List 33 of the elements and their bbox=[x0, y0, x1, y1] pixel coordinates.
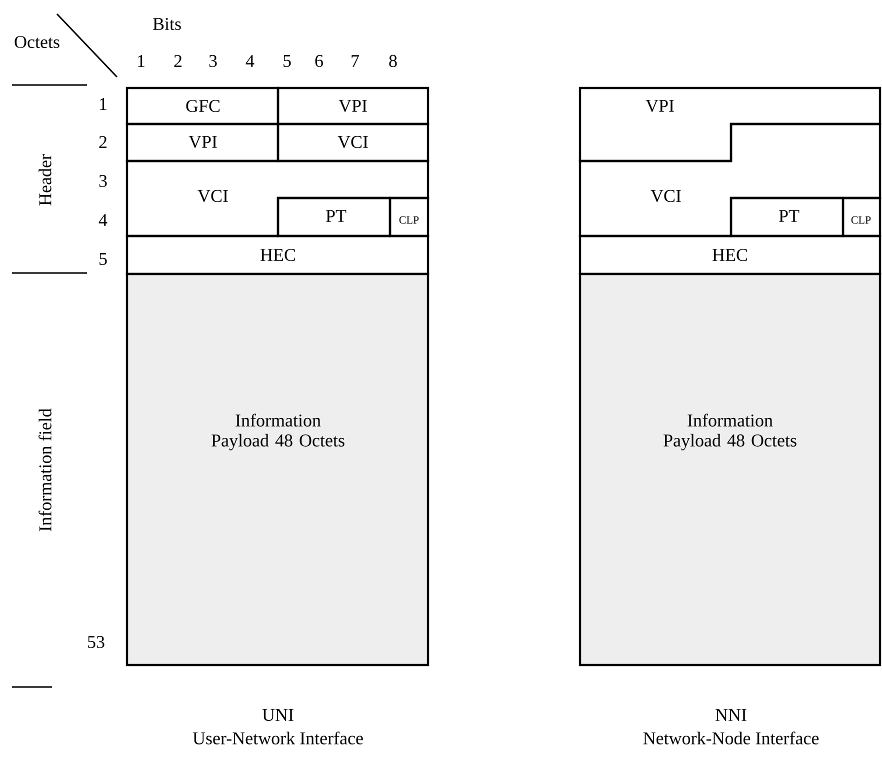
field-box: GFC bbox=[126, 86, 280, 126]
payload-box: Information Payload 48 Octets bbox=[578, 272, 882, 666]
caption: User-Network Interface bbox=[192, 732, 363, 744]
octet-number: 4 bbox=[98, 214, 108, 226]
section-label: Information field bbox=[38, 408, 52, 532]
field-box: VPI bbox=[578, 86, 882, 162]
bit-number: 5 bbox=[284, 55, 291, 67]
field-box: CLP bbox=[842, 196, 882, 238]
payload-box: Information Payload 48 Octets bbox=[126, 272, 430, 666]
octet-number: 3 bbox=[99, 174, 107, 188]
bit-number: 7 bbox=[352, 55, 359, 67]
octet-number: 5 bbox=[100, 253, 107, 265]
field-box: VPI bbox=[126, 122, 280, 162]
field-box: VPI bbox=[276, 86, 430, 126]
field-box: PT bbox=[730, 196, 844, 238]
field-box: PT bbox=[276, 196, 392, 238]
caption: UNI bbox=[262, 709, 294, 721]
octet-number: 53 bbox=[88, 636, 104, 648]
bit-number: 6 bbox=[315, 54, 323, 68]
bit-number: 8 bbox=[389, 54, 397, 68]
bit-number: 1 bbox=[138, 55, 144, 67]
axis-title: Octets bbox=[14, 36, 60, 48]
caption: Network-Node Interface bbox=[643, 732, 819, 744]
section-label: Header bbox=[38, 154, 52, 206]
bit-number: 4 bbox=[246, 55, 254, 67]
field-box: CLP bbox=[388, 196, 430, 238]
caption: NNI bbox=[716, 709, 746, 721]
axis-title: Bits bbox=[153, 18, 181, 30]
bit-number: 3 bbox=[209, 54, 217, 68]
octet-number: 2 bbox=[99, 136, 107, 148]
field-box: VCI bbox=[276, 122, 430, 162]
bit-number: 2 bbox=[174, 55, 182, 67]
octet-number: 1 bbox=[100, 98, 106, 110]
